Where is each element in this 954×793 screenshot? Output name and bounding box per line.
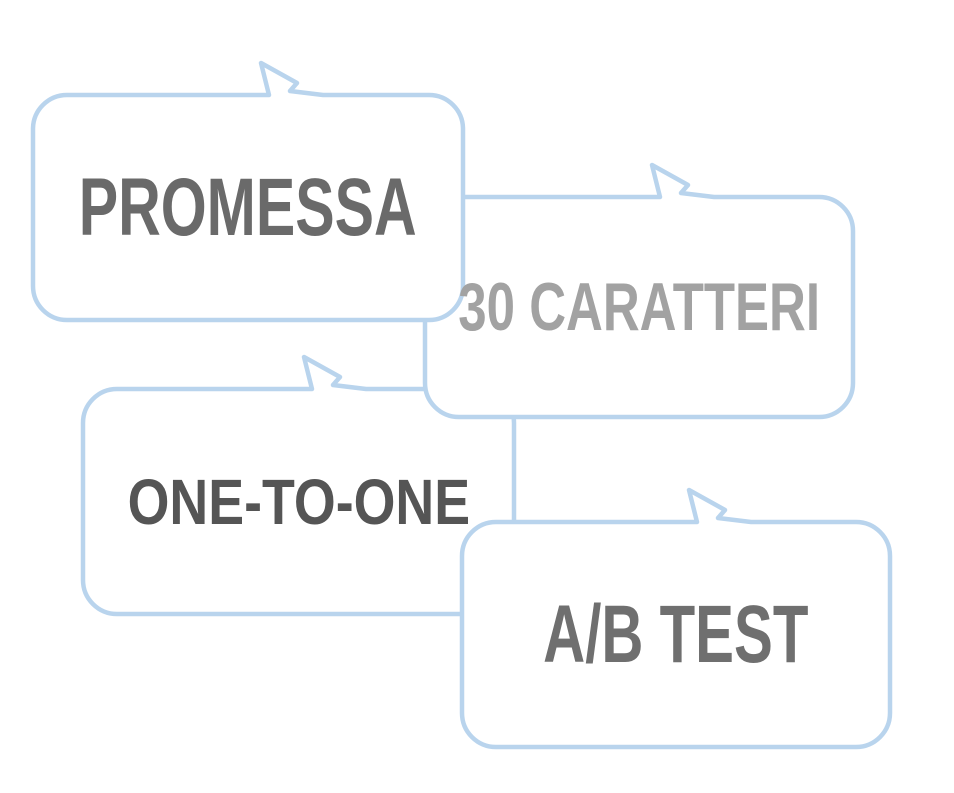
speech-bubble-promessa	[30, 60, 466, 323]
speech-bubble-ab-test	[459, 487, 893, 750]
speech-bubble-30-caratteri	[422, 162, 856, 420]
